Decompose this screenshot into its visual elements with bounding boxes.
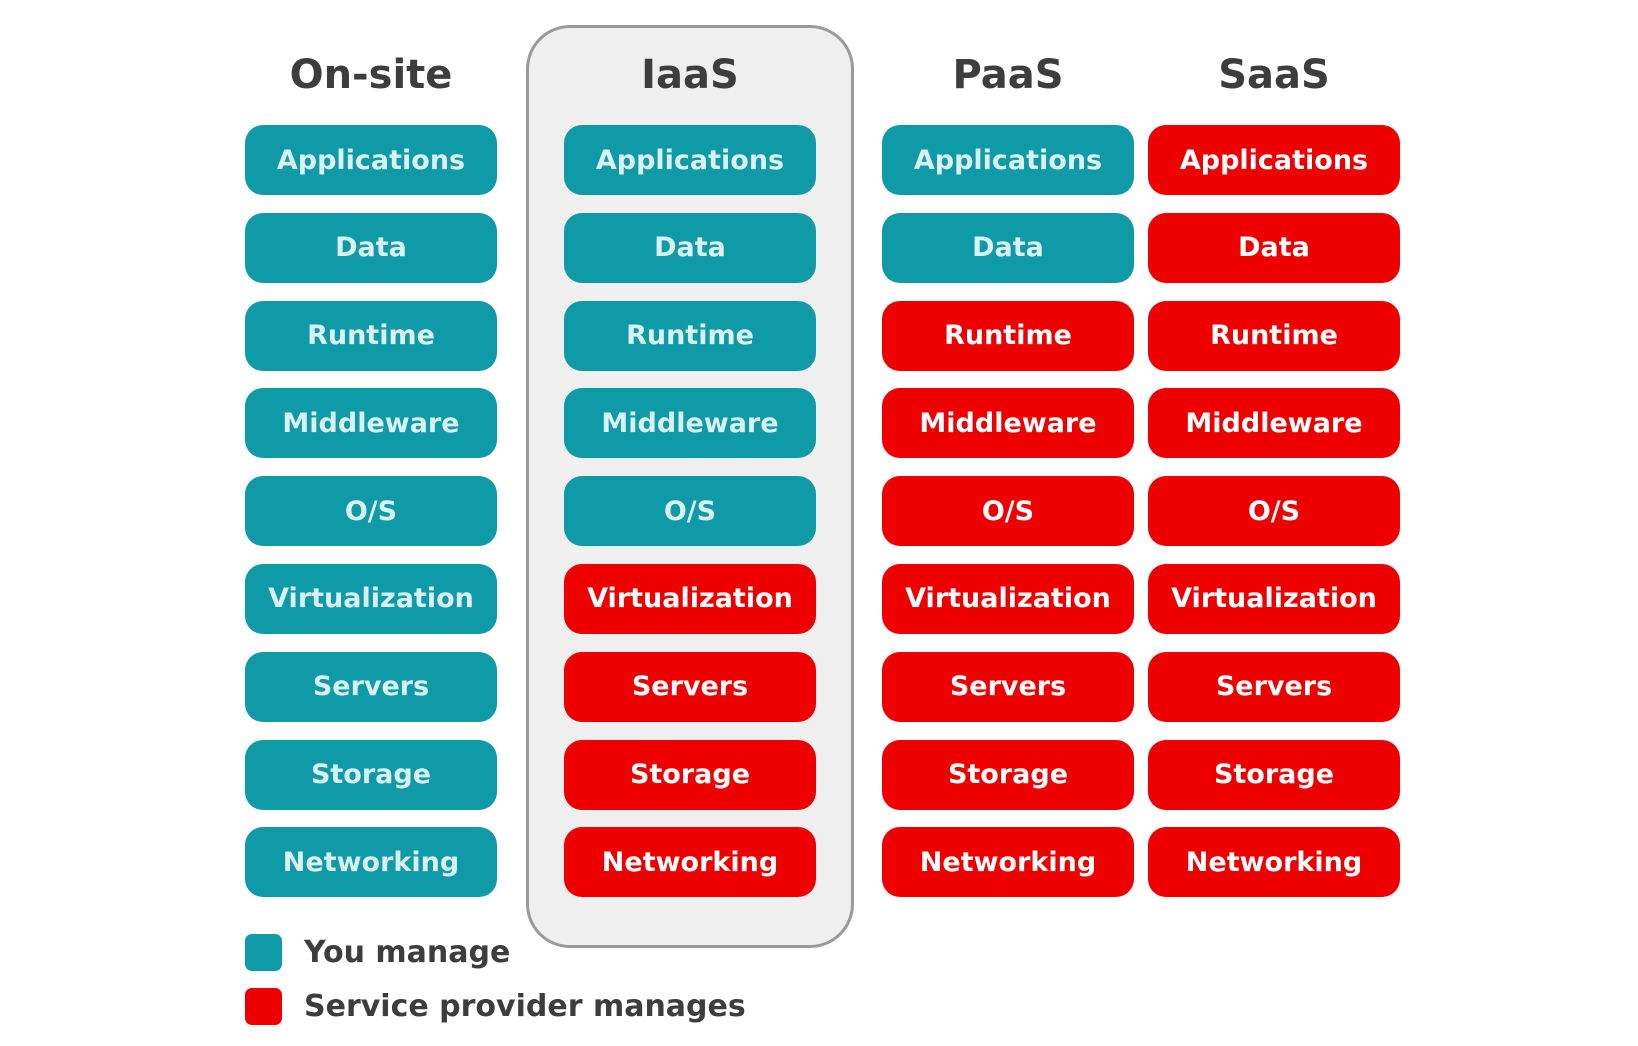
layer-networking: Networking (882, 827, 1134, 898)
layer-os: O/S (245, 476, 497, 547)
column-saas: SaaS Applications Data Runtime Middlewar… (1148, 40, 1400, 915)
layer-storage: Storage (1148, 739, 1400, 810)
legend-label: Service provider manages (304, 988, 746, 1024)
layer-runtime: Runtime (882, 300, 1134, 371)
layer-networking: Networking (1148, 827, 1400, 898)
layer-runtime: Runtime (245, 300, 497, 371)
layer-os: O/S (882, 476, 1134, 547)
layer-middleware: Middleware (882, 388, 1134, 459)
layer-data: Data (564, 212, 816, 283)
layer-storage: Storage (882, 739, 1134, 810)
layer-data: Data (1148, 212, 1400, 283)
legend-label: You manage (304, 934, 511, 970)
layer-virtualization: Virtualization (564, 563, 816, 634)
layer-networking: Networking (245, 827, 497, 898)
legend-item-provider-manages: Service provider manages (245, 986, 945, 1026)
layer-networking: Networking (564, 827, 816, 898)
layer-applications: Applications (245, 125, 497, 195)
column-on-site: On-site Applications Data Runtime Middle… (245, 40, 497, 915)
layer-middleware: Middleware (564, 388, 816, 459)
column-iaas: IaaS Applications Data Runtime Middlewar… (564, 40, 816, 915)
layer-servers: Servers (245, 651, 497, 722)
layer-data: Data (882, 212, 1134, 283)
column-title: SaaS (1218, 52, 1330, 98)
layer-virtualization: Virtualization (245, 563, 497, 634)
layer-middleware: Middleware (245, 388, 497, 459)
layer-runtime: Runtime (1148, 300, 1400, 371)
layer-servers: Servers (882, 651, 1134, 722)
layer-middleware: Middleware (1148, 388, 1400, 459)
layer-applications: Applications (1148, 125, 1400, 195)
layer-storage: Storage (564, 739, 816, 810)
layer-applications: Applications (564, 125, 816, 195)
layer-virtualization: Virtualization (882, 563, 1134, 634)
column-title: IaaS (641, 52, 739, 98)
legend-item-you-manage: You manage (245, 932, 945, 972)
column-title: On-site (289, 52, 453, 98)
layer-data: Data (245, 212, 497, 283)
layer-os: O/S (564, 476, 816, 547)
layer-os: O/S (1148, 476, 1400, 547)
legend-swatch-provider-manages (245, 987, 282, 1025)
legend-swatch-you-manage (245, 933, 282, 971)
layer-storage: Storage (245, 739, 497, 810)
layer-virtualization: Virtualization (1148, 563, 1400, 634)
layer-runtime: Runtime (564, 300, 816, 371)
column-title: PaaS (952, 52, 1064, 98)
column-paas: PaaS Applications Data Runtime Middlewar… (882, 40, 1134, 915)
layer-servers: Servers (1148, 651, 1400, 722)
layer-applications: Applications (882, 125, 1134, 195)
layer-servers: Servers (564, 651, 816, 722)
